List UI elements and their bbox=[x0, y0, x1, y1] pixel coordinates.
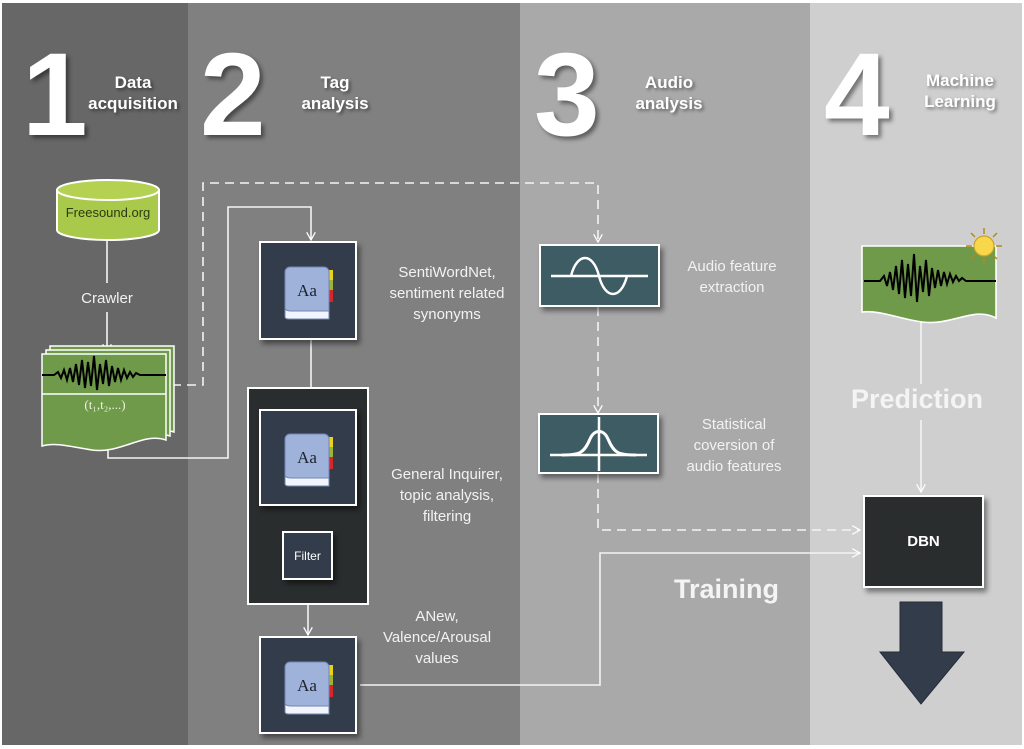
sentiwordnet-desc-line2: sentiment related bbox=[389, 285, 505, 302]
audio-feature-extraction-box bbox=[539, 244, 660, 307]
arrow-doc-to-sentiwordnet bbox=[107, 206, 311, 459]
arrow-anew-to-dbn bbox=[360, 553, 860, 686]
sine-wave-icon bbox=[551, 256, 648, 296]
arrow-statistical-to-dbn bbox=[597, 474, 860, 530]
prediction-sound-document-icon bbox=[861, 228, 1002, 324]
waveform-icon bbox=[864, 253, 996, 303]
arrow-doc-to-audio-feature bbox=[172, 182, 598, 386]
section-title-1-line2: acquisition bbox=[88, 94, 178, 113]
section-number-4: 4 bbox=[824, 29, 890, 161]
statistical-desc-line3: audio features bbox=[686, 458, 782, 475]
dictionary-book-icon bbox=[284, 433, 333, 487]
prediction-label: Prediction bbox=[851, 384, 984, 414]
dictionary-book-icon bbox=[284, 661, 333, 715]
database-cylinder-icon bbox=[56, 179, 160, 241]
section-number-2: 2 bbox=[200, 29, 266, 161]
section-title-3-line1: Audio bbox=[644, 73, 694, 92]
section-audio-analysis-panel bbox=[520, 3, 810, 745]
general-inquirer-dictionary-box: Aa bbox=[259, 409, 357, 506]
statistical-desc-line1: Statistical bbox=[701, 416, 767, 433]
section-number-3: 3 bbox=[534, 29, 600, 161]
anew-desc-line2: Valence/Arousal bbox=[382, 629, 492, 646]
sentiwordnet-dictionary-box: Aa bbox=[259, 241, 357, 340]
section-title-3-line2: analysis bbox=[635, 94, 703, 113]
section-title-2-line1: Tag bbox=[320, 73, 350, 92]
general-inquirer-desc-line3: filtering bbox=[422, 508, 472, 525]
section-number-1: 1 bbox=[22, 29, 88, 161]
dictionary-icon-text: Aa bbox=[297, 676, 317, 695]
sentiwordnet-description: SentiWordNet, sentiment related synonyms bbox=[374, 262, 520, 325]
section-title-2-line2: analysis bbox=[301, 94, 369, 113]
general-inquirer-desc-line2: topic analysis, bbox=[399, 487, 495, 504]
database-label: Freesound.org bbox=[65, 205, 151, 220]
sound-document-stack-icon bbox=[41, 345, 175, 452]
audio-feature-description: Audio feature extraction bbox=[672, 256, 792, 298]
statistical-conversion-description: Statistical coversion of audio features bbox=[666, 414, 802, 477]
section-title-1-line1: Data bbox=[114, 73, 152, 92]
section-tag-analysis-panel bbox=[188, 3, 520, 745]
waveform-icon bbox=[42, 355, 166, 391]
crawler-label: Crawler bbox=[81, 290, 133, 307]
dictionary-book-icon bbox=[284, 266, 333, 320]
training-label: Training bbox=[674, 574, 780, 604]
sun-icon bbox=[966, 228, 1002, 264]
dictionary-icon-text: Aa bbox=[297, 281, 317, 300]
audio-feature-desc-line2: extraction bbox=[699, 279, 765, 296]
statistical-conversion-box bbox=[538, 413, 659, 474]
output-down-arrow-icon bbox=[878, 601, 966, 705]
anew-description: ANew, Valence/Arousal values bbox=[364, 606, 510, 669]
section-title-4-line1: Machine bbox=[925, 71, 995, 90]
section-title-4: Machine Learning bbox=[912, 70, 1008, 112]
gaussian-curve-icon bbox=[550, 417, 647, 471]
section-title-4-line2: Learning bbox=[924, 92, 996, 111]
anew-desc-line1: ANew, bbox=[415, 608, 459, 625]
section-title-1: Data acquisition bbox=[80, 72, 186, 114]
sentiwordnet-desc-line1: SentiWordNet, bbox=[398, 264, 496, 281]
filter-box: Filter bbox=[282, 531, 333, 580]
section-title-3: Audio analysis bbox=[624, 72, 714, 114]
dictionary-icon-text: Aa bbox=[297, 448, 317, 467]
section-title-2: Tag analysis bbox=[290, 72, 380, 114]
general-inquirer-description: General Inquirer, topic analysis, filter… bbox=[374, 464, 520, 527]
anew-desc-line3: values bbox=[415, 650, 459, 667]
sentiwordnet-desc-line3: synonyms bbox=[413, 306, 481, 323]
audio-feature-desc-line1: Audio feature bbox=[687, 258, 777, 275]
statistical-desc-line2: coversion of bbox=[693, 437, 775, 454]
document-tags-label: (t₁,t₂,...) bbox=[84, 397, 126, 412]
dbn-model-box: DBN bbox=[863, 495, 984, 588]
anew-dictionary-box: Aa bbox=[259, 636, 357, 734]
general-inquirer-desc-line1: General Inquirer, bbox=[391, 466, 503, 483]
